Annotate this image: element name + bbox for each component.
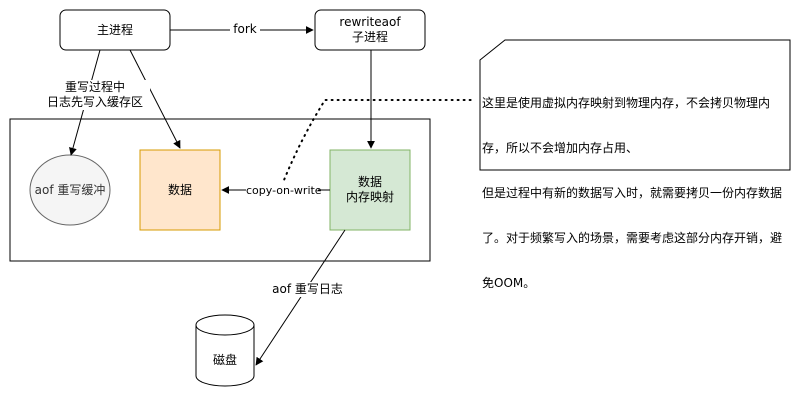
aof-rewrite-log-label: aof 重写日志 [270,282,345,297]
child-to-disk-edge [255,229,346,366]
data-child-label: 数据 内存映射 [330,150,410,230]
data-parent-label: 数据 [140,150,220,230]
note-line-2: 存，所以不会增加内存占用、 [482,141,639,155]
disk-text: 磁盘 [212,352,237,367]
data-child-box [329,149,411,231]
data-parent-text: 数据 [167,182,192,197]
fork-text: fork [233,22,257,36]
data-child-text-1: 数据 [357,175,382,189]
rewrite-log-label: 重写过程中 日志先写入缓存区 [40,80,150,110]
rewrite-process-box [314,9,426,51]
data-child-text-2: 内存映射 [345,190,394,204]
copy-on-write-label: copy-on-write [246,183,322,198]
rewrite-process-label: rewriteaof 子进程 [315,10,425,50]
note-line-1: 这里是使用虚拟内存映射到物理内存，不会拷贝物理内 [482,96,771,110]
fork-label: fork [230,22,260,37]
note-text: 这里是使用虚拟内存映射到物理内存，不会拷贝物理内 存，所以不会增加内存占用、 但… [482,66,788,306]
aof-rewrite-log-text: aof 重写日志 [272,282,343,296]
rewrite-log-text-1: 重写过程中 [64,80,125,94]
disk-cylinder [195,314,255,387]
note-line-3: 但是过程中有新的数据写入时，就需要拷贝一份内存数据 [482,186,783,200]
data-parent-box [139,149,221,231]
main-process-label: 主进程 [60,10,170,50]
main-to-data-edge [129,49,181,149]
disk-label: 磁盘 [196,345,254,375]
note-box [479,39,791,171]
aof-buffer-label: aof 重写缓冲 [30,155,110,225]
note-line-5: 免OOM。 [482,276,536,290]
main-process-text: 主进程 [96,22,133,37]
note-line-4: 了。对于频繁写入的场景，需要考虑这部分内存开销，避 [482,231,783,245]
copy-on-write-text: copy-on-write [246,184,322,197]
callout-dotted-line [281,99,476,186]
rewrite-process-text-2: 子进程 [351,30,388,44]
rewrite-log-text-2: 日志先写入缓存区 [46,95,143,109]
rewrite-process-text-1: rewriteaof [339,15,401,29]
aof-buffer-text: aof 重写缓冲 [34,182,106,197]
